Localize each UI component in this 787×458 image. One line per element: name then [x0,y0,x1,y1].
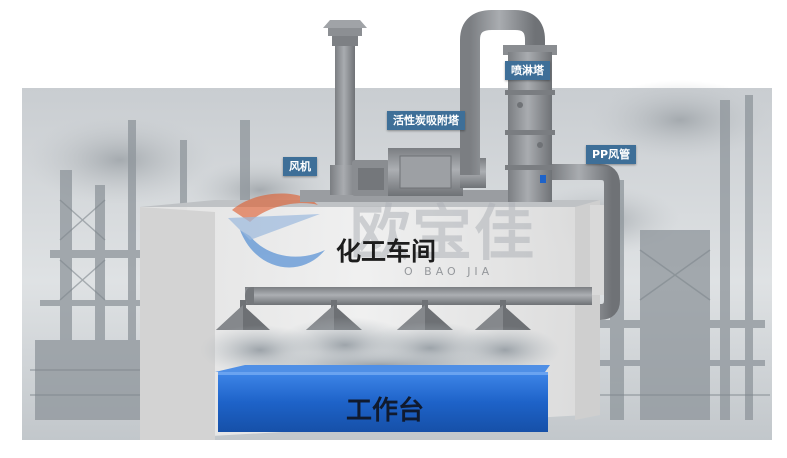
watermark-brand-sub: O BAO JIA [404,265,494,278]
watermark-brand-text: 欧宝佳 [350,199,536,269]
fan-unit [352,160,390,196]
chimney-cap-icon [323,20,367,46]
spray-tower-label: 喷淋塔 [505,61,550,80]
carbon-tower-label: 活性炭吸附塔 [387,111,465,130]
collection-duct [245,287,592,305]
pp-duct [552,164,620,320]
workbench-title: 工作台 [346,396,425,426]
workbench [215,365,550,432]
fan-label: 风机 [283,157,317,176]
logo-mark-icon [228,193,325,268]
pp-duct-label: PP风管 [586,145,637,164]
workshop-title: 化工车间 [336,237,437,266]
